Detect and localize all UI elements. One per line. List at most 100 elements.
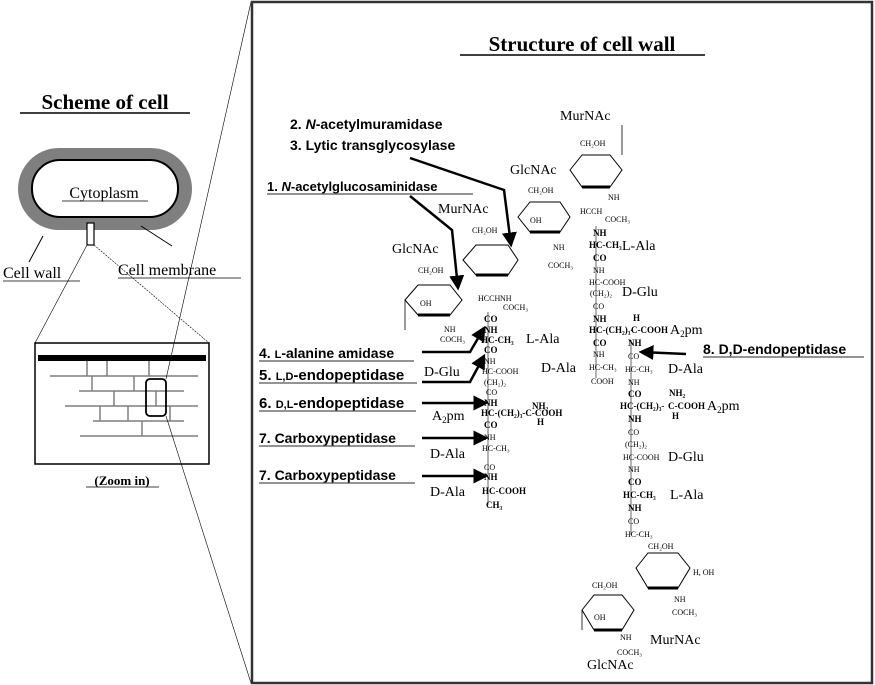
cell-membrane-label: Cell membrane: [118, 262, 216, 279]
sugar-label-glcnac-1: GlcNAc: [392, 242, 439, 257]
arrow-4: [422, 325, 486, 354]
bottom-murnac: CH₂OH H, OH NH COCH₃ MurNAc: [635, 542, 715, 648]
structure-frame: [250, 0, 874, 685]
zoom-marker: [86, 222, 95, 246]
sugar-label-murnac-3: MurNAc: [650, 633, 701, 648]
zoom-guide-left: [34, 244, 88, 344]
panel-guide-bottom: [165, 415, 252, 684]
arrow-1: [409, 195, 465, 291]
sugar-label-murnac-1: MurNAc: [438, 202, 489, 217]
chem-h: H: [633, 313, 640, 323]
chem-co: CO: [484, 345, 498, 355]
chem-co: CO: [628, 389, 642, 399]
chem-coch3: COCH₃: [672, 608, 697, 617]
chem-nh: NH: [500, 294, 512, 303]
residue-d-ala: D-Ala: [430, 485, 466, 500]
chem-ch2-2: (CH₂)₂: [625, 440, 647, 449]
chem-hcch3: HC-CH₃: [482, 444, 510, 453]
chem-hccooh: HC-COOH: [623, 453, 660, 462]
cell-wall-label: Cell wall: [3, 265, 62, 282]
upper-left-glcnac: GlcNAc CH₂OH OH NH COCH₃: [392, 242, 465, 344]
chem-ch2oh: CH₂OH: [648, 542, 674, 551]
residue-l-ala: L-Ala: [622, 239, 656, 254]
chem-co: CO: [628, 477, 642, 487]
enzyme-label-4: 4. L-alanine amidase: [259, 345, 394, 361]
zoom-highlight-box: [145, 378, 167, 417]
chem-nh2: NH₂: [669, 388, 686, 398]
chem-hc-ch2-3: HC-(CH₂)₃-: [620, 401, 664, 411]
chem-co: CO: [628, 352, 639, 361]
chem-oh: OH: [530, 216, 542, 225]
residue-d-glu: D-Glu: [622, 285, 658, 300]
sugar-ring: [517, 201, 571, 233]
chem-nh: NH: [628, 338, 642, 348]
residue-d-ala: D-Ala: [430, 447, 466, 462]
chem-ch2oh: CH₂OH: [580, 139, 606, 148]
chem-nh: NH: [484, 433, 496, 442]
chem-co: CO: [484, 314, 498, 324]
upper-right-glcnac: GlcNAc CH₂OH OH NH COCH₃: [510, 163, 573, 270]
chem-hcch3: HC-CH₃: [623, 490, 656, 500]
residue-l-ala: L-Ala: [670, 488, 704, 503]
chem-cooh: COOH: [591, 377, 614, 386]
arrow-8: [638, 345, 687, 361]
residue-d-ala: D-Ala: [541, 361, 577, 376]
residue-d-glu: D-Glu: [424, 365, 460, 380]
chem-coch3: COCH₃: [440, 335, 465, 344]
chem-nh: NH: [484, 357, 496, 366]
zoom-box: [34, 342, 210, 465]
chem-hccooh: HC-COOH: [589, 278, 626, 287]
chem-h: H: [672, 411, 679, 421]
chem-hcch: HCCH: [478, 294, 500, 303]
enzyme-arrows: [409, 156, 687, 484]
peptide-stem-right: NH CO HC-CH₃ D-Ala NH CO NH₂ HC-(CH₂)₃- …: [620, 338, 740, 539]
residue-d-ala: D-Ala: [668, 362, 704, 377]
scheme-title: Scheme of cell: [41, 90, 168, 114]
residue-a2pm: A2pm: [670, 323, 703, 339]
chem-nh: NH: [484, 325, 498, 335]
arrow-2-3: [409, 156, 517, 248]
sugar-ring: [581, 594, 635, 631]
residue-a2pm: A2pm: [707, 399, 740, 415]
chem-nh: NH: [628, 503, 642, 513]
chem-co: CO: [593, 338, 607, 348]
chem-co: CO: [486, 388, 497, 397]
chem-coch3: COCH₃: [605, 215, 630, 224]
chem-nh: NH: [628, 465, 640, 474]
chem-nh: NH: [628, 414, 642, 424]
chem-hcch3: HC-CH₃: [481, 335, 514, 345]
sugar-ring: [462, 244, 519, 276]
chem-nh: NH: [444, 325, 456, 334]
enzyme-label-1: 1. N-acetylglucosaminidase: [267, 179, 438, 194]
chem-h: H: [537, 417, 544, 427]
sugar-ring: [569, 154, 623, 188]
chem-co: CO: [593, 253, 607, 263]
cell-wall-pointer: [28, 235, 44, 263]
sugar-ring: [635, 552, 691, 589]
chem-nh2: NH₂: [532, 401, 549, 411]
chem-nh: NH: [484, 398, 498, 408]
chem-hcch: HCCH: [580, 207, 602, 216]
upper-left-murnac: MurNAc CH₂OH HCCH NH COCH₃: [438, 202, 528, 312]
cell-membrane-shape: [31, 159, 179, 218]
chem-ch3: CH₃: [486, 500, 503, 510]
left-panel: Scheme of cell Cytoplasm Cell wall Cell …: [3, 1, 252, 684]
zoom-guide-right: [93, 244, 210, 344]
zoom-membrane-line: [38, 355, 206, 361]
chem-coch3: COCH₃: [548, 261, 573, 270]
enzyme-label-6: 6. D,L-endopeptidase: [259, 395, 404, 412]
chem-hccooh: HC-COOH: [482, 367, 519, 376]
chem-hcch3: HC-CH₃: [625, 365, 653, 374]
chem-oh: OH: [594, 613, 606, 622]
arrow-5: [422, 353, 486, 384]
sugar-ring: [404, 284, 463, 316]
chem-hcch3: HC-CH₃: [589, 363, 617, 372]
chem-coch3: COCH₃: [503, 303, 528, 312]
residue-d-glu: D-Glu: [668, 450, 704, 465]
bottom-glcnac: CH₂OH OH NH COCH₃ GlcNAc: [581, 581, 642, 673]
cell-membrane-pointer: [140, 225, 173, 247]
structure-title: Structure of cell wall: [489, 32, 676, 56]
chem-nh: NH: [484, 472, 498, 482]
chem-nh: NH: [593, 266, 605, 275]
